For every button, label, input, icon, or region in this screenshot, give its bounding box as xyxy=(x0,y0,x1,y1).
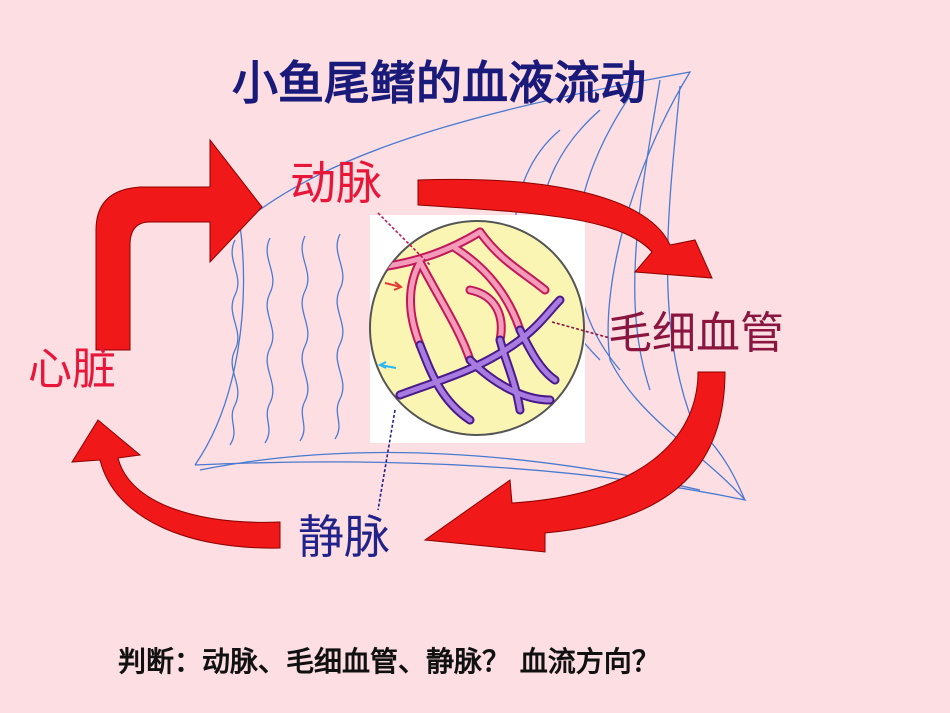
slide-title: 小鱼尾鳍的血液流动 xyxy=(232,56,646,110)
capillary-label: 毛细血管 xyxy=(608,308,784,359)
heart-label: 心脏 xyxy=(28,344,116,395)
flow-arrow-icon xyxy=(71,138,726,553)
question-text: 判断：动脉、毛细血管、静脉？ 血流方向？ xyxy=(118,645,660,678)
artery-label: 动脉 xyxy=(290,156,382,210)
vein-label: 静脉 xyxy=(298,510,390,564)
magnified-blood-vessels-icon xyxy=(369,215,585,443)
label-pointer-lines xyxy=(377,212,611,511)
